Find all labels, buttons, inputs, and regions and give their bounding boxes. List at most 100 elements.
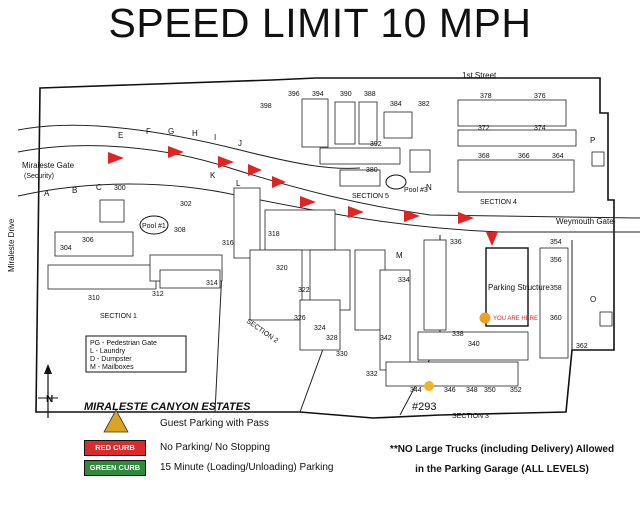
unit-number: 300	[114, 185, 126, 192]
pool-3-shape	[385, 174, 407, 190]
unit-number: 366	[518, 153, 530, 160]
unit-number: 342	[380, 335, 392, 342]
section-5-label: SECTION 5	[352, 193, 389, 200]
pool-3-label: Pool #3	[404, 187, 428, 194]
unit-number: 356	[550, 257, 562, 264]
unit-number: 374	[534, 125, 546, 132]
unit-number: 314	[206, 280, 218, 287]
unit-number: 390	[340, 91, 352, 98]
unit-number: 320	[276, 265, 288, 272]
red-curb-description: No Parking/ No Stopping	[160, 442, 271, 453]
section-3-label: SECTION 3	[452, 413, 489, 420]
lot-blocks	[47, 98, 613, 387]
unit-number: 398	[260, 103, 272, 110]
unit-number: 358	[550, 285, 562, 292]
unit-number: 394	[312, 91, 324, 98]
red-curb-swatch: RED CURB	[84, 440, 146, 456]
road-letter: K	[210, 171, 216, 180]
road-letter: G	[168, 127, 174, 136]
unit-number: 338	[452, 331, 464, 338]
road-letter: N	[426, 183, 432, 192]
road-letter: H	[192, 129, 198, 138]
unit-number: 360	[550, 315, 562, 322]
unit-number: 340	[468, 341, 480, 348]
unit-number: 326	[294, 315, 306, 322]
unit-number: 346	[444, 387, 456, 394]
truck-notice-line-2: in the Parking Garage (ALL LEVELS)	[415, 464, 589, 475]
miraleste-gate-security: (Security)	[24, 173, 54, 180]
street-first: 1st Street	[462, 71, 497, 80]
parking-structure-label: Parking Structure	[488, 283, 550, 292]
guest-parking-triangle-icon	[103, 409, 129, 433]
map-legend-item: PG - Pedestrian Gate	[90, 340, 157, 347]
unit-number: 316	[222, 240, 234, 247]
north-letter: N	[46, 394, 53, 405]
road-letter: J	[238, 139, 242, 148]
unit-number: 336	[450, 239, 462, 246]
map-legend-item: L - Laundry	[90, 348, 126, 355]
unit-number: 304	[60, 245, 72, 252]
site-outline	[35, 77, 615, 419]
section-1-label: SECTION 1	[100, 313, 137, 320]
section-4-label: SECTION 4	[480, 199, 517, 206]
parking-structure-block	[485, 247, 529, 327]
unit-number: 334	[398, 277, 410, 284]
unit-number: 380	[366, 167, 378, 174]
unit-number: 308	[174, 227, 186, 234]
unit-number: 332	[366, 371, 378, 378]
unit-number: 352	[510, 387, 522, 394]
green-curb-swatch: GREEN CURB	[84, 460, 146, 476]
truck-notice-line-1: **NO Large Trucks (including Delivery) A…	[389, 444, 615, 455]
guest-parking-label: Guest Parking with Pass	[160, 418, 269, 429]
unit-293-dot	[424, 381, 434, 391]
road-letter: F	[146, 127, 151, 136]
miraleste-drive-label: Miraleste Drive	[7, 218, 16, 272]
unit-number: 376	[534, 93, 546, 100]
unit-number: 388	[364, 91, 376, 98]
unit-number: 330	[336, 351, 348, 358]
unit-number: 348	[466, 387, 478, 394]
unit-number: 384	[390, 101, 402, 108]
map-legend-item: D - Dumpster	[90, 356, 132, 363]
unit-293-label: #293	[412, 401, 436, 413]
unit-number: 364	[552, 153, 564, 160]
road-letters: A B C E F G H I J K L M N O P	[44, 127, 596, 304]
unit-number: 396	[288, 91, 300, 98]
unit-number: 324	[314, 325, 326, 332]
traffic-arrows	[108, 146, 498, 246]
road-top	[17, 124, 361, 169]
road-letter: O	[590, 295, 596, 304]
unit-number: 368	[478, 153, 490, 160]
unit-number: 350	[484, 387, 496, 394]
map-legend-box	[85, 335, 187, 373]
road-letter: A	[44, 189, 50, 198]
divider-section-1-2	[214, 269, 223, 413]
unit-number: 378	[480, 93, 492, 100]
unit-number: 318	[268, 231, 280, 238]
road-letter: E	[118, 131, 123, 140]
pool-1-label: Pool #1	[142, 223, 166, 230]
unit-number: 362	[576, 343, 588, 350]
unit-number: 310	[88, 295, 100, 302]
unit-number: 322	[298, 287, 310, 294]
you-are-here-dot	[479, 312, 491, 324]
street-weymouth-gate: Weymouth Gate	[556, 217, 614, 226]
unit-number: 302	[180, 201, 192, 208]
unit-number: 354	[550, 239, 562, 246]
road-letter: L	[236, 179, 241, 188]
unit-number: 312	[152, 291, 164, 298]
pool-1-shape	[139, 215, 169, 235]
road-letter: I	[214, 133, 216, 142]
unit-number: 344	[410, 387, 422, 394]
road-letter: M	[396, 251, 403, 260]
road-letter: B	[72, 186, 77, 195]
green-curb-description: 15 Minute (Loading/Unloading) Parking	[160, 462, 334, 473]
north-arrow-icon	[38, 364, 58, 418]
unit-number: 372	[478, 125, 490, 132]
road-upper	[17, 145, 640, 219]
unit-number: 392	[370, 141, 382, 148]
unit-number: 306	[82, 237, 94, 244]
map-legend-item: M - Mailboxes	[90, 364, 134, 371]
